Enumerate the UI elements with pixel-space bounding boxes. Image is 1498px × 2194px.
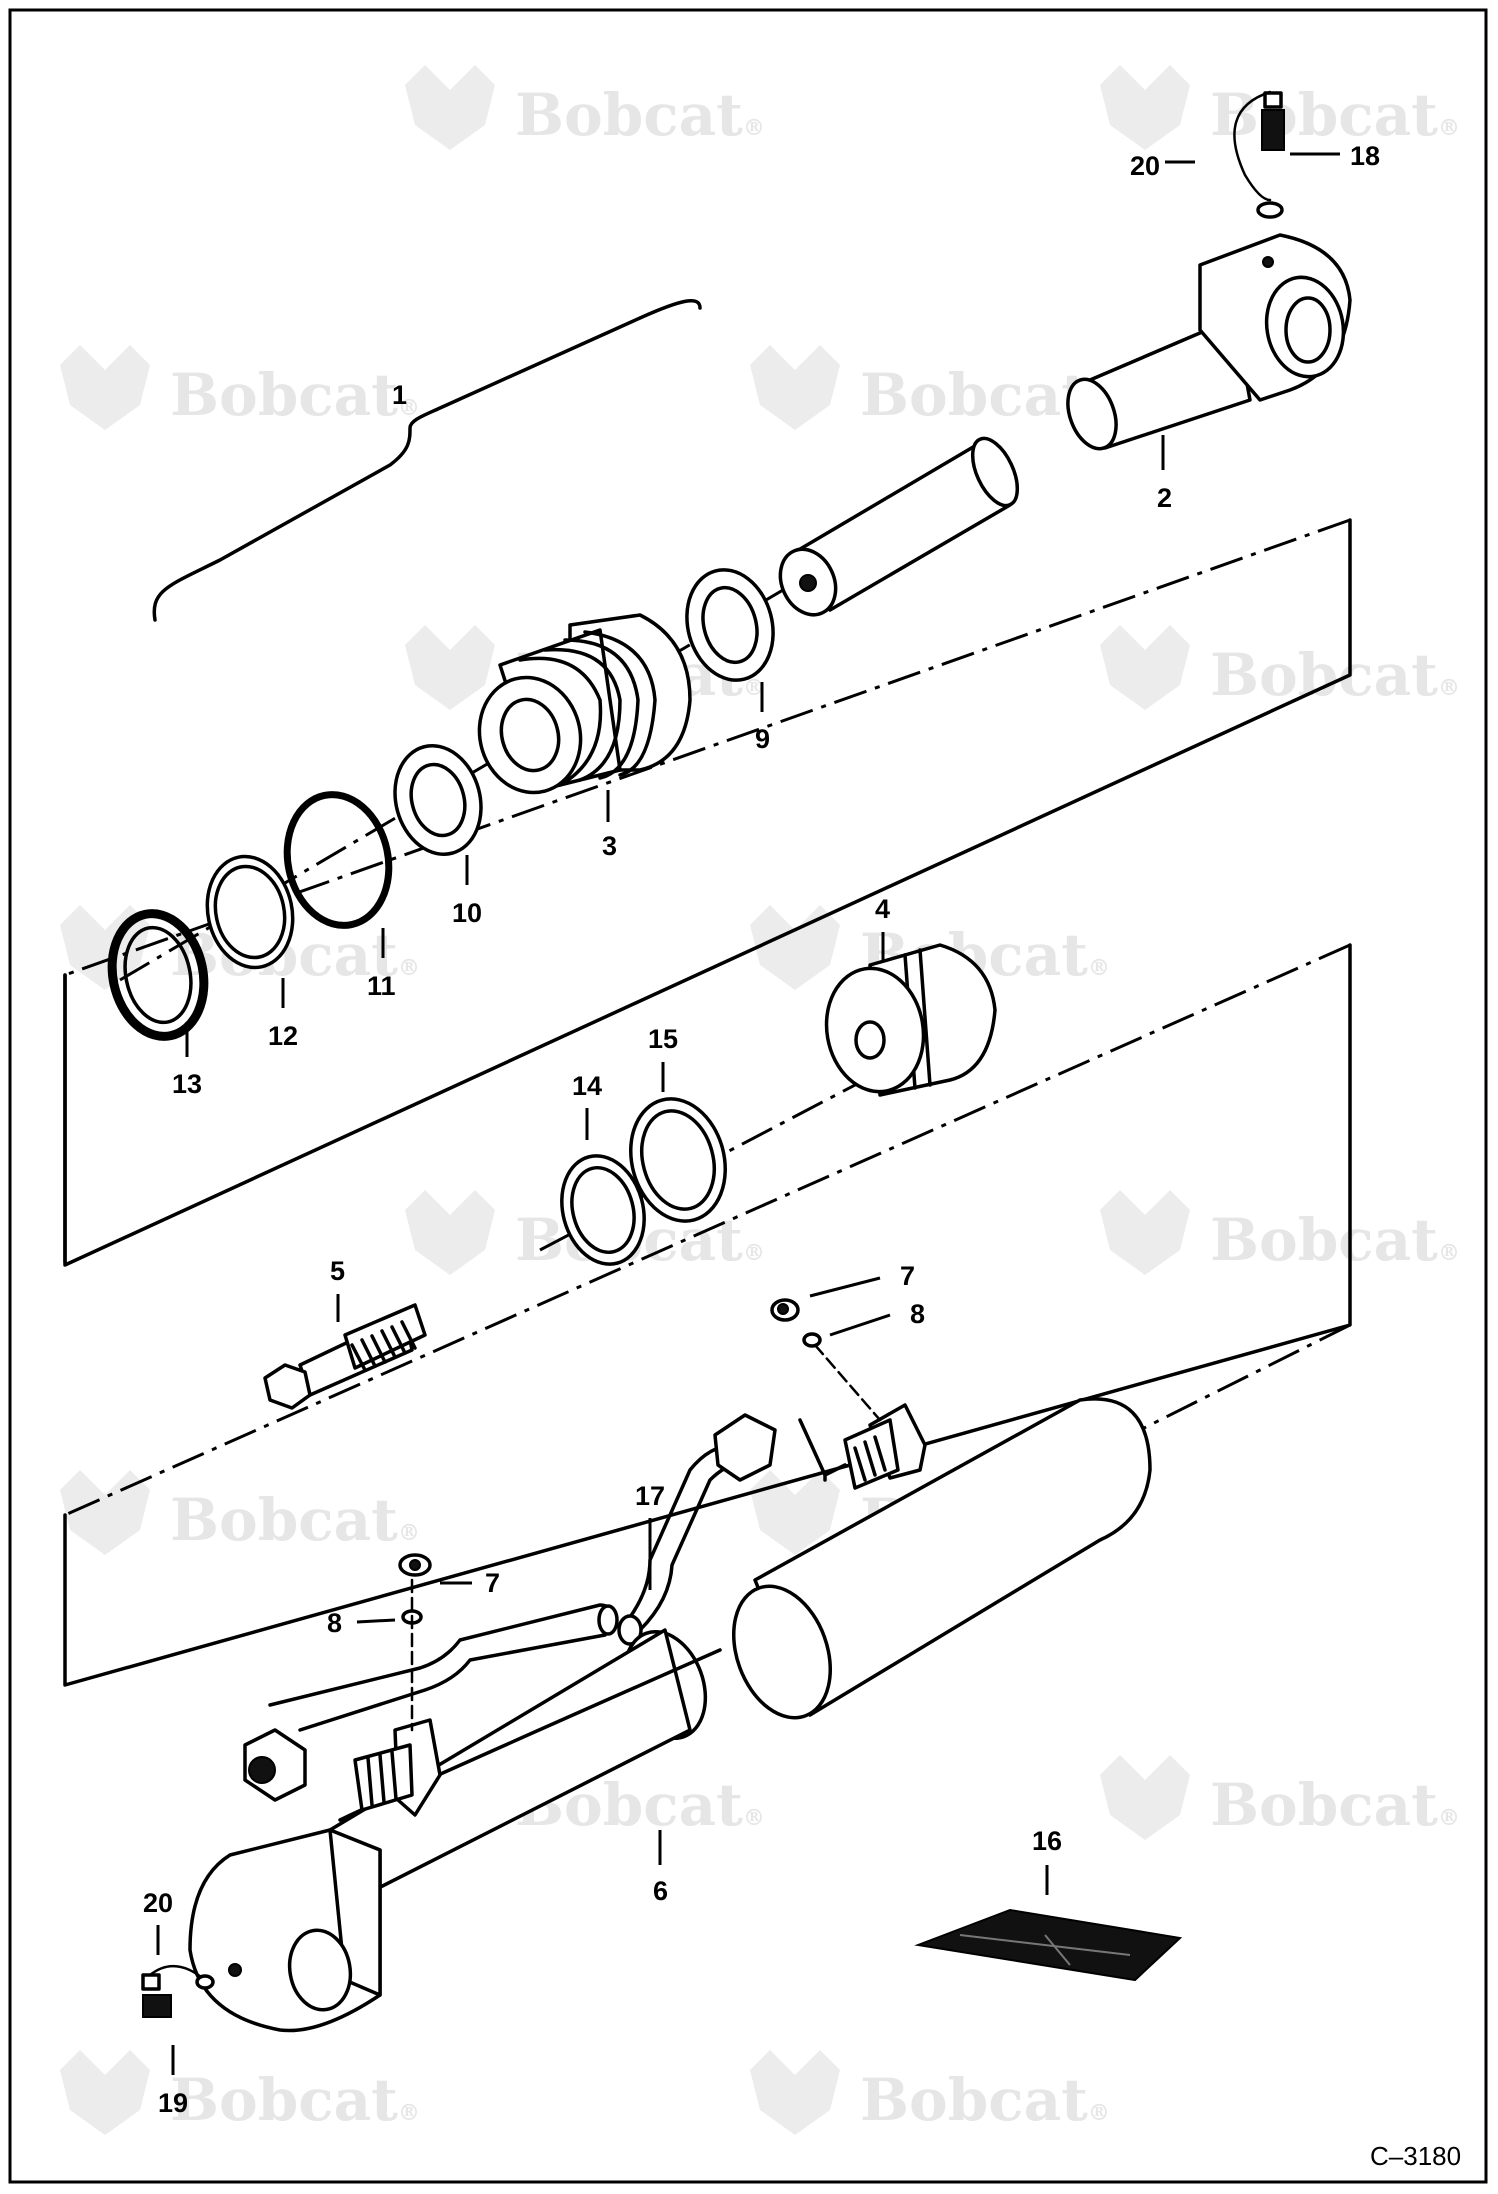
callout-8-lower: 8 xyxy=(327,1608,342,1638)
part-lower-tube xyxy=(243,1603,619,1802)
part-rod-eye xyxy=(1066,233,1352,451)
callout-14: 14 xyxy=(572,1071,602,1101)
svg-text:Bobcat®: Bobcat® xyxy=(1210,641,1460,709)
callout-4: 4 xyxy=(875,894,890,924)
part-base-end xyxy=(188,1828,382,2033)
callout-7-lower: 7 xyxy=(485,1568,500,1598)
svg-text:Bobcat®: Bobcat® xyxy=(170,361,420,429)
bobcat-logo-icon xyxy=(60,1470,150,1555)
part-seal-15 xyxy=(629,1097,727,1223)
bobcat-logo-icon xyxy=(1100,1755,1190,1840)
callout-15: 15 xyxy=(648,1024,678,1054)
part-wiper-13 xyxy=(107,909,209,1041)
callout-2: 2 xyxy=(1157,483,1172,513)
svg-text:Bobcat®: Bobcat® xyxy=(1210,81,1460,149)
watermark: Bobcat® xyxy=(60,2050,420,2135)
callout-20-upper: 20 xyxy=(1130,151,1160,181)
bobcat-logo-icon xyxy=(405,65,495,150)
part-piston-rod xyxy=(778,436,1020,617)
svg-text:Bobcat®: Bobcat® xyxy=(515,81,765,149)
callout-11: 11 xyxy=(367,971,396,1001)
bobcat-logo-icon xyxy=(1100,625,1190,710)
part-washer-8-upper xyxy=(802,1332,822,1348)
callout-12: 12 xyxy=(268,1021,298,1051)
part-grease-fitting-19 xyxy=(141,1964,215,2018)
callout-18: 18 xyxy=(1350,141,1380,171)
watermark: Bobcat® xyxy=(1100,1190,1460,1275)
part-elbow-upper xyxy=(843,1403,927,1490)
callout-5: 5 xyxy=(330,1256,345,1286)
callout-7-upper: 7 xyxy=(900,1261,915,1291)
callout-1: 1 xyxy=(392,380,407,410)
assembly-line xyxy=(813,1343,882,1422)
watermark: Bobcat® xyxy=(60,345,420,430)
assembly-brace xyxy=(152,299,702,622)
bobcat-logo-icon xyxy=(405,1190,495,1275)
watermark: Bobcat® xyxy=(750,2050,1110,2135)
part-seal-14 xyxy=(560,1154,646,1266)
part-ring-12 xyxy=(205,854,295,970)
watermark: Bobcat® xyxy=(750,345,1110,430)
callout-10: 10 xyxy=(452,898,482,928)
callout-8-upper: 8 xyxy=(910,1299,925,1329)
bobcat-logo-icon xyxy=(60,345,150,430)
part-bolt xyxy=(263,1303,427,1410)
part-plug-7-upper xyxy=(770,1298,800,1322)
watermark: Bobcat® xyxy=(1100,1755,1460,1840)
diagram-frame xyxy=(8,8,1488,2184)
watermark: Bobcat® xyxy=(1100,625,1460,710)
part-elbow-lower xyxy=(353,1718,442,1817)
callout-16: 16 xyxy=(1032,1826,1062,1856)
explode-plane-lower xyxy=(63,943,1352,1687)
callouts: 1 2 3 4 5 6 7 8 7 8 9 10 11 12 13 14 15 xyxy=(143,141,1380,2118)
callout-13: 13 xyxy=(172,1069,202,1099)
watermark: Bobcat® xyxy=(60,1470,420,1555)
bobcat-logo-icon xyxy=(1100,1190,1190,1275)
watermark: Bobcat® xyxy=(405,65,765,150)
callout-19: 19 xyxy=(158,2088,188,2118)
bobcat-logo-icon xyxy=(405,625,495,710)
bobcat-logo-icon xyxy=(750,1470,840,1555)
svg-text:Bobcat®: Bobcat® xyxy=(860,2066,1110,2134)
callout-20-lower: 20 xyxy=(143,1888,173,1918)
part-grease-fitting-18 xyxy=(1233,90,1285,219)
watermark: Bobcat® xyxy=(1100,65,1460,150)
bobcat-logo-icon xyxy=(750,2050,840,2135)
part-gland xyxy=(477,613,692,795)
bobcat-logo-icon xyxy=(1100,65,1190,150)
callout-6: 6 xyxy=(653,1876,668,1906)
bobcat-logo-icon xyxy=(750,905,840,990)
part-barrel xyxy=(328,1397,1152,1907)
svg-text:Bobcat®: Bobcat® xyxy=(1210,1206,1460,1274)
svg-text:Bobcat®: Bobcat® xyxy=(170,1486,420,1554)
callout-17: 17 xyxy=(635,1481,665,1511)
drawing-reference: C–3180 xyxy=(1370,2141,1461,2171)
part-piston xyxy=(824,943,997,1097)
callout-3: 3 xyxy=(602,831,617,861)
explode-plane-upper xyxy=(63,518,1352,1267)
bobcat-logo-icon xyxy=(60,2050,150,2135)
bobcat-logo-icon xyxy=(750,345,840,430)
part-seal-10 xyxy=(393,744,483,856)
callout-9: 9 xyxy=(755,724,770,754)
svg-text:Bobcat®: Bobcat® xyxy=(170,2066,420,2134)
svg-text:Bobcat®: Bobcat® xyxy=(1210,1771,1460,1839)
part-plug-7-lower xyxy=(398,1553,432,1577)
part-decal xyxy=(914,1908,1183,1982)
part-seal-9 xyxy=(685,568,775,682)
part-oring-11 xyxy=(283,791,393,929)
